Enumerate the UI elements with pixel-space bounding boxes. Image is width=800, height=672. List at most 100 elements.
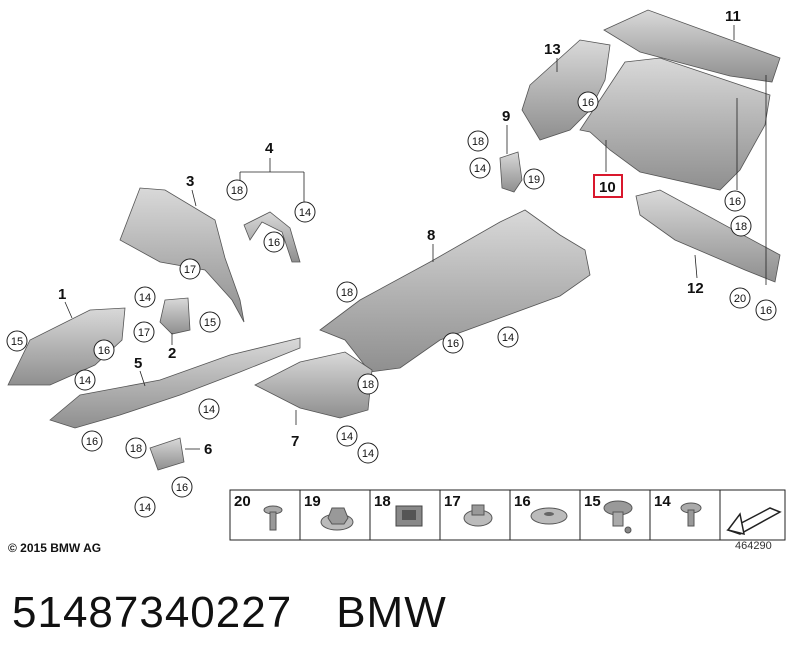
callout-3: 3 <box>186 173 194 190</box>
ref-circle: 14 <box>497 326 519 348</box>
callout-9: 9 <box>502 108 510 125</box>
ref-circle: 16 <box>263 231 285 253</box>
svg-text:18: 18 <box>472 136 484 148</box>
ref-circle: 14 <box>357 442 379 464</box>
ref-circle: 16 <box>724 190 746 212</box>
diagram-number: 464290 <box>735 540 772 552</box>
callout-13: 13 <box>544 41 561 58</box>
ref-circle: 14 <box>198 398 220 420</box>
ref-circle: 20 <box>729 287 751 309</box>
brand-name: BMW <box>336 588 447 637</box>
ref-circle: 16 <box>93 339 115 361</box>
direction-arrow-icon <box>726 507 782 536</box>
svg-text:19: 19 <box>528 174 540 186</box>
svg-text:20: 20 <box>734 293 746 305</box>
svg-text:14: 14 <box>299 207 311 219</box>
callout-7: 7 <box>291 433 299 450</box>
callouts: 1 2 3 4 5 6 7 8 9 10 11 12 13 <box>58 8 741 458</box>
clip-icon <box>463 504 493 527</box>
fastener-references: 15 14 16 17 14 17 15 18 14 16 14 16 18 1… <box>0 0 777 518</box>
svg-text:16: 16 <box>760 305 772 317</box>
ref-circle: 14 <box>294 201 316 223</box>
part-5-heat-shield <box>49 337 301 429</box>
ref-circle: 16 <box>0 0 12 3</box>
legend-label-20: 20 <box>234 493 251 510</box>
svg-text:18: 18 <box>231 185 243 197</box>
ref-circle: 18 <box>336 281 358 303</box>
callout-4: 4 <box>265 140 274 157</box>
svg-text:16: 16 <box>447 338 459 350</box>
callout-2: 2 <box>168 345 176 362</box>
svg-text:16: 16 <box>0 0 12 3</box>
clip-nut-icon <box>395 505 423 527</box>
ref-circle: 18 <box>357 373 379 395</box>
fastener-legend: 20 19 18 17 16 15 14 <box>229 489 786 541</box>
callout-11: 11 <box>725 8 741 25</box>
callout-8: 8 <box>427 227 435 244</box>
part-10-heat-shield <box>579 57 771 191</box>
svg-text:14: 14 <box>362 448 374 460</box>
part-6-bracket <box>149 437 185 471</box>
svg-text:16: 16 <box>582 97 594 109</box>
legend-label-18: 18 <box>374 493 391 510</box>
ref-circle: 16 <box>81 430 103 452</box>
svg-text:14: 14 <box>139 502 151 514</box>
svg-text:17: 17 <box>138 327 150 339</box>
ref-circle: 15 <box>6 330 28 352</box>
svg-text:14: 14 <box>341 431 353 443</box>
ref-circle: 16 <box>755 299 777 321</box>
legend-label-16: 16 <box>514 493 531 510</box>
svg-text:15: 15 <box>11 336 23 348</box>
footer: 51487340227 BMW <box>12 588 491 638</box>
part-11-heat-shield <box>603 9 781 83</box>
svg-text:14: 14 <box>502 332 514 344</box>
ref-circle: 16 <box>442 332 464 354</box>
legend-label-17: 17 <box>444 493 461 510</box>
part-2-bracket <box>159 297 191 335</box>
svg-text:15: 15 <box>204 317 216 329</box>
callout-12: 12 <box>687 280 704 297</box>
svg-text:16: 16 <box>268 237 280 249</box>
ref-circle: 16 <box>171 476 193 498</box>
legend-label-15: 15 <box>584 493 601 510</box>
copyright-text: © 2015 BMW AG <box>8 541 102 555</box>
svg-text:16: 16 <box>98 345 110 357</box>
screw-icon <box>263 505 283 531</box>
ref-circle: 14 <box>74 369 96 391</box>
svg-text:18: 18 <box>735 221 747 233</box>
ref-circle: 17 <box>179 258 201 280</box>
svg-text:18: 18 <box>362 379 374 391</box>
svg-text:14: 14 <box>474 163 486 175</box>
ref-circle: 17 <box>133 321 155 343</box>
svg-text:14: 14 <box>139 292 151 304</box>
svg-text:17: 17 <box>184 264 196 276</box>
callout-10-highlight-box <box>593 174 623 198</box>
svg-text:16: 16 <box>176 482 188 494</box>
callout-1: 1 <box>58 286 66 303</box>
callout-5: 5 <box>134 355 142 372</box>
legend-label-19: 19 <box>304 493 321 510</box>
svg-text:14: 14 <box>79 375 91 387</box>
callout-10: 10 <box>599 179 616 196</box>
ref-circle: 16 <box>577 91 599 113</box>
expansion-rivet-icon <box>603 500 633 534</box>
part-1-heat-shield <box>7 307 126 386</box>
ref-circle: 14 <box>134 496 156 518</box>
legend-label-14: 14 <box>654 493 671 510</box>
part-4-bracket <box>243 211 301 263</box>
part-8-heat-shield <box>319 209 591 373</box>
part-12-heat-shield <box>635 189 781 283</box>
part-number: 51487340227 <box>12 588 293 637</box>
svg-text:14: 14 <box>203 404 215 416</box>
ref-circle: 18 <box>226 179 248 201</box>
screw-collar-icon <box>680 502 702 527</box>
hex-nut-icon <box>320 507 354 531</box>
svg-text:16: 16 <box>729 196 741 208</box>
callout-6: 6 <box>204 441 212 458</box>
ref-circle: 14 <box>336 425 358 447</box>
ref-circle: 15 <box>199 311 221 333</box>
ref-circle: 18 <box>730 215 752 237</box>
svg-text:16: 16 <box>86 436 98 448</box>
svg-text:18: 18 <box>130 443 142 455</box>
